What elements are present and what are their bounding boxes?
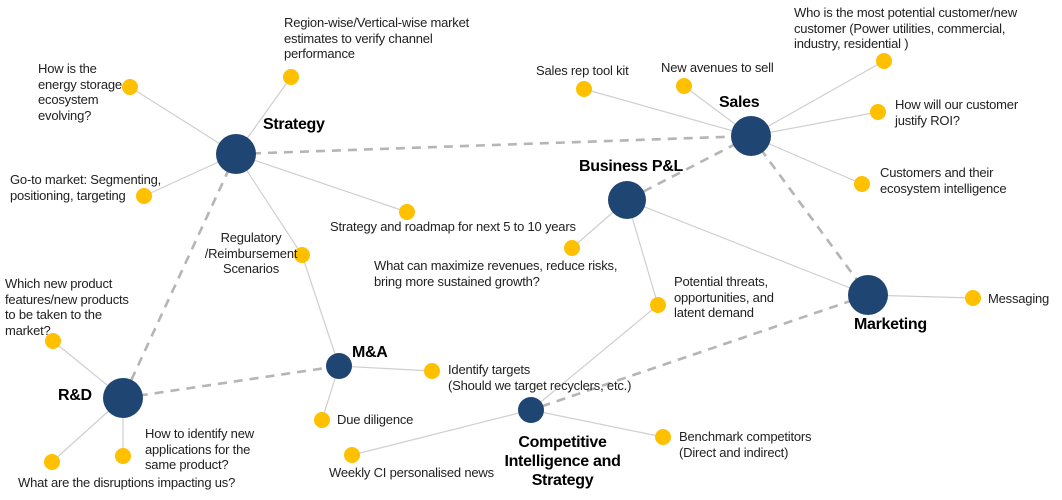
messaging-label: Messaging <box>988 291 1050 306</box>
edge-sales-sales-rep-toolkit <box>583 88 752 137</box>
edge-ci-weekly-ci-news <box>351 409 532 456</box>
go-to-market-label: Go-to market: Segmenting, positioning, t… <box>10 172 162 203</box>
ci-label: Competitive Intelligence and Strategy <box>504 434 621 489</box>
potential-threats-label: Potential threats, opportunities, and la… <box>674 274 774 320</box>
business-pl-node <box>608 181 646 219</box>
weekly-ci-news-dot <box>344 447 360 463</box>
new-avenues-dot <box>676 78 692 94</box>
strategy-roadmap-dot <box>399 204 415 220</box>
customers-ecosystem-dot <box>854 176 870 192</box>
energy-ecosystem-dot <box>122 79 138 95</box>
disruptions-dot <box>44 454 60 470</box>
benchmark-competitors-dot <box>655 429 671 445</box>
new-avenues-label: New avenues to sell <box>661 60 774 75</box>
edge-ma-identify-targets <box>338 365 433 372</box>
new-product-features-label: Which new product features/new products … <box>5 276 129 338</box>
disruptions-label: What are the disruptions impacting us? <box>18 475 236 490</box>
edge-strategy-rd <box>121 153 238 399</box>
potential-customer-label: Who is the most potential customer/new c… <box>794 5 1017 51</box>
edge-sales-justify-roi <box>750 111 879 137</box>
benchmark-competitors-label: Benchmark competitors (Direct and indire… <box>679 429 812 460</box>
regulatory-reimbursement-label: Regulatory /Reimbursement Scenarios <box>204 230 298 276</box>
identify-targets-label: Identify targets (Should we target recyc… <box>448 362 632 393</box>
sales-node <box>731 116 771 156</box>
strategy-roadmap-label: Strategy and roadmap for next 5 to 10 ye… <box>330 219 576 234</box>
due-diligence-dot <box>314 412 330 428</box>
ma-label: M&A <box>352 344 388 361</box>
edge-sales-business-pl <box>626 134 752 202</box>
region-vertical-estimates-label: Region-wise/Vertical-wise market estimat… <box>284 15 470 61</box>
potential-customer-dot <box>876 53 892 69</box>
edge-ci-potential-threats <box>530 304 659 411</box>
regulatory-reimbursement-dot <box>294 247 310 263</box>
edge-strategy-sales <box>235 134 752 156</box>
edge-ma-regulatory-reimbursement <box>301 254 340 367</box>
edge-sales-potential-customer <box>750 60 885 137</box>
edge-sales-customers-ecosystem <box>750 135 863 185</box>
maximize-revenues-dot <box>564 240 580 256</box>
new-applications-label: How to identify new applications for the… <box>145 426 254 472</box>
energy-ecosystem-label: How is the energy storage ecosystem evol… <box>38 61 122 123</box>
due-diligence-label: Due diligence <box>337 412 414 427</box>
ci-node <box>518 397 544 423</box>
rd-label: R&D <box>58 387 92 404</box>
justify-roi-label: How will our customer justify ROI? <box>895 97 1018 128</box>
edge-sales-marketing <box>749 135 870 296</box>
ma-node <box>326 353 352 379</box>
weekly-ci-news-label: Weekly CI personalised news <box>329 465 494 480</box>
edge-business-pl-marketing <box>626 199 869 296</box>
sales-label: Sales <box>719 94 760 111</box>
edge-ci-benchmark-competitors <box>530 409 664 438</box>
edge-rd-ma <box>122 364 340 400</box>
messaging-dot <box>965 290 981 306</box>
marketing-node <box>848 275 888 315</box>
new-product-features-dot <box>45 333 61 349</box>
strategy-node <box>216 134 256 174</box>
new-applications-dot <box>115 448 131 464</box>
edge-strategy-strategy-roadmap <box>235 153 408 213</box>
sales-rep-toolkit-label: Sales rep tool kit <box>536 63 629 78</box>
edge-strategy-energy-ecosystem <box>129 86 237 155</box>
customers-ecosystem-label: Customers and their ecosystem intelligen… <box>880 165 1007 196</box>
identify-targets-dot <box>424 363 440 379</box>
potential-threats-dot <box>650 297 666 313</box>
maximize-revenues-label: What can maximize revenues, reduce risks… <box>374 258 618 289</box>
strategy-label: Strategy <box>263 116 325 133</box>
justify-roi-dot <box>870 104 886 120</box>
rd-node <box>103 378 143 418</box>
edge-marketing-ci <box>530 293 869 412</box>
marketing-label: Marketing <box>854 316 927 333</box>
go-to-market-dot <box>136 188 152 204</box>
edge-strategy-regulatory-reimbursement <box>235 153 303 256</box>
region-vertical-estimates-dot <box>283 69 299 85</box>
business-pl-label: Business P&L <box>579 158 683 175</box>
sales-rep-toolkit-dot <box>576 81 592 97</box>
